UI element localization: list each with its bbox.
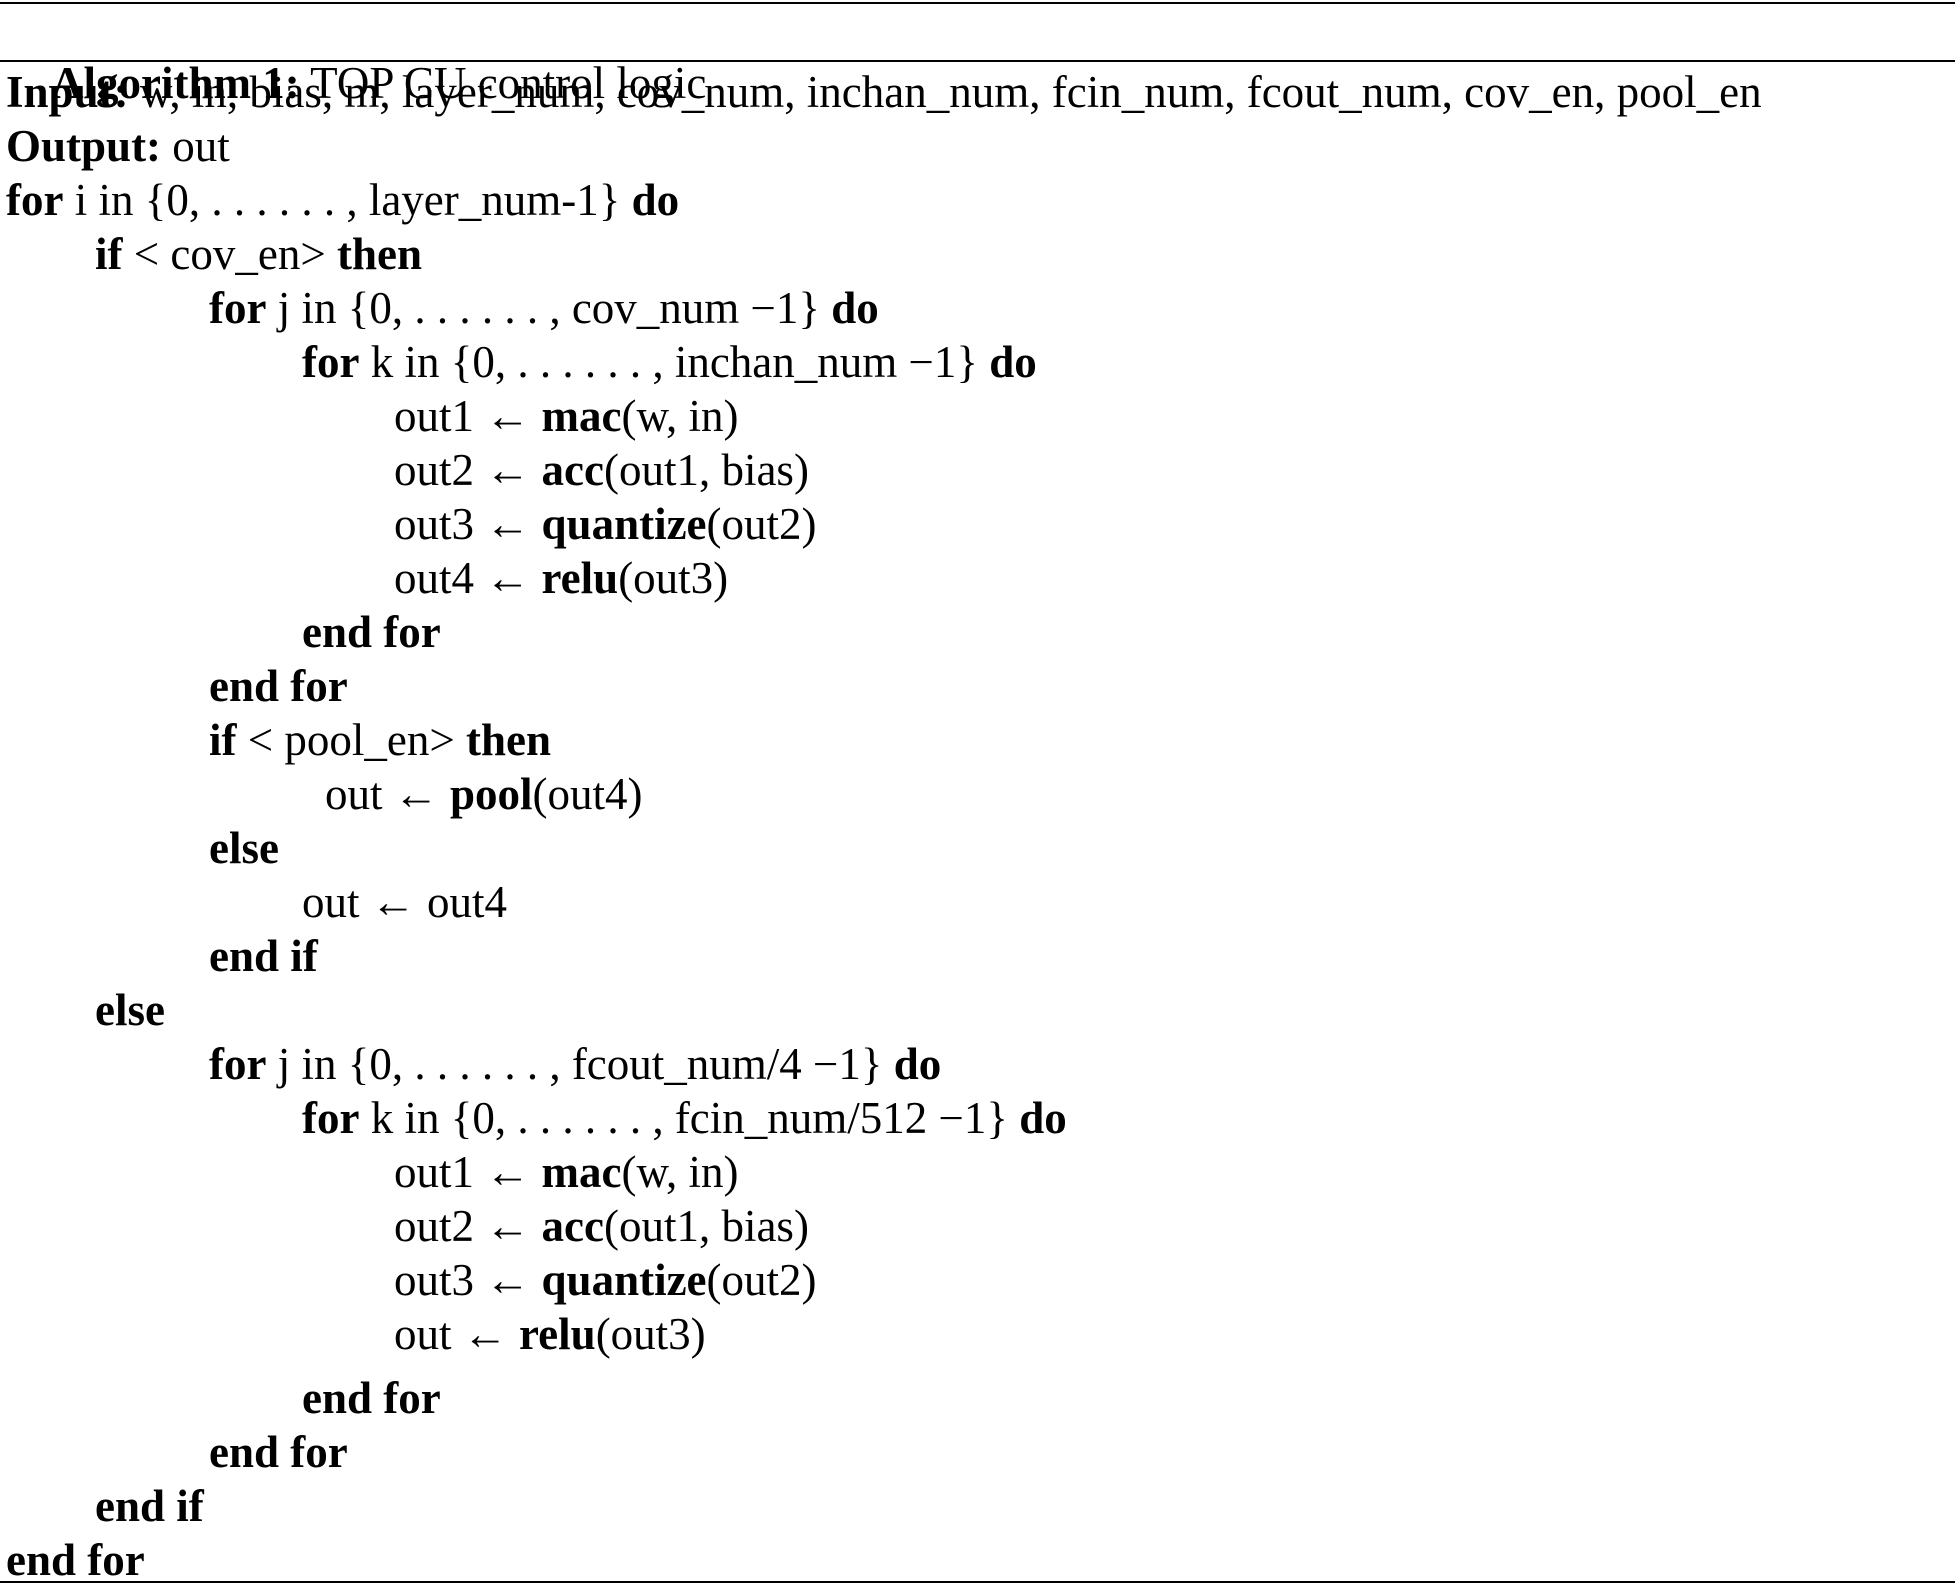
line-keyword: end for	[302, 607, 441, 657]
line-keyword: if	[209, 715, 237, 765]
algorithm-line: out1 ← mac(w, in)	[394, 389, 739, 443]
line-keyword: end if	[95, 1481, 204, 1531]
line-text: k in {0, . . . . . . , fcin_num/512 −1}	[359, 1093, 1020, 1143]
algorithm-line: out3 ← quantize(out2)	[394, 1253, 817, 1307]
algorithm-line: end for	[302, 1371, 441, 1425]
algorithm-line: if < pool_en> then	[209, 713, 551, 767]
line-keyword: mac	[541, 391, 622, 441]
line-text: out4 ←	[394, 553, 542, 603]
algorithm-line: Output: out	[6, 119, 230, 173]
line-text: (out2)	[706, 1255, 817, 1305]
line-text: j in {0, . . . . . . , fcout_num/4 −1}	[266, 1039, 894, 1089]
header-rule	[0, 60, 1955, 62]
line-text: out ←	[325, 769, 451, 819]
algorithm-line: out ← relu(out3)	[394, 1307, 706, 1361]
line-keyword: do	[831, 283, 879, 333]
line-text: out3 ←	[394, 499, 542, 549]
algorithm-line: for j in {0, . . . . . . , fcout_num/4 −…	[209, 1037, 941, 1091]
line-keyword: do	[893, 1039, 942, 1089]
line-keyword: then	[465, 715, 551, 765]
line-text: < cov_en>	[122, 229, 337, 279]
algorithm-line: out ← pool(out4)	[325, 767, 643, 821]
algorithm-line: end for	[209, 1425, 348, 1479]
line-text: out2 ←	[394, 445, 542, 495]
line-text: (w, in)	[621, 1147, 739, 1197]
algorithm-caption: Algorithm 1: TOP CU control logic	[6, 2, 706, 164]
algorithm-line: Input: w, in, bias, m, layer_num, cov_nu…	[6, 65, 1762, 119]
line-keyword: end for	[6, 1535, 145, 1585]
line-text: (out1, bias)	[603, 445, 809, 495]
line-text: (w, in)	[621, 391, 739, 441]
algorithm-line: out4 ← relu(out3)	[394, 551, 728, 605]
line-keyword: do	[989, 337, 1037, 387]
algorithm-line: end for	[6, 1533, 145, 1587]
algorithm-line: if < cov_en> then	[95, 227, 422, 281]
line-keyword: for	[209, 1039, 267, 1089]
line-keyword: for	[302, 1093, 360, 1143]
line-text: out	[161, 121, 230, 171]
line-keyword: pool	[450, 769, 533, 819]
algorithm-line: end for	[209, 659, 348, 713]
line-text: out3 ←	[394, 1255, 542, 1305]
line-keyword: Output:	[6, 121, 162, 171]
algorithm-caption-title: TOP CU control logic	[310, 58, 707, 108]
line-text: j in {0, . . . . . . , cov_num −1}	[266, 283, 832, 333]
algorithm-line: end for	[302, 605, 441, 659]
line-text: out1 ←	[394, 391, 542, 441]
algorithm-line: out1 ← mac(w, in)	[394, 1145, 739, 1199]
algorithm-line: out2 ← acc(out1, bias)	[394, 443, 809, 497]
algorithm-line: for k in {0, . . . . . . , fcin_num/512 …	[302, 1091, 1067, 1145]
algorithm-line: else	[95, 983, 165, 1037]
line-text: (out2)	[706, 499, 817, 549]
line-text: (out1, bias)	[603, 1201, 809, 1251]
algorithm-caption-label: Algorithm 1:	[51, 58, 300, 108]
algorithm-line: out2 ← acc(out1, bias)	[394, 1199, 809, 1253]
algorithm-line: for k in {0, . . . . . . , inchan_num −1…	[302, 335, 1037, 389]
line-keyword: else	[209, 823, 279, 873]
line-keyword: then	[336, 229, 422, 279]
line-text: i in {0, . . . . . . , layer_num-1}	[63, 175, 632, 225]
algorithm-line: for i in {0, . . . . . . , layer_num-1} …	[6, 173, 679, 227]
line-keyword: end for	[209, 661, 348, 711]
algorithm-line: end if	[209, 929, 318, 983]
line-keyword: quantize	[541, 499, 707, 549]
line-keyword: for	[209, 283, 267, 333]
line-keyword: end for	[302, 1373, 441, 1423]
bottom-rule	[0, 1581, 1955, 1583]
line-keyword: if	[95, 229, 123, 279]
line-keyword: for	[302, 337, 360, 387]
line-keyword: mac	[541, 1147, 622, 1197]
line-keyword: else	[95, 985, 165, 1035]
line-keyword: acc	[541, 1201, 604, 1251]
algorithm-line: else	[209, 821, 279, 875]
line-text: out2 ←	[394, 1201, 542, 1251]
line-keyword: quantize	[541, 1255, 707, 1305]
line-text: (out4)	[532, 769, 643, 819]
line-text: w, in, bias, m, layer_num, cov_num, inch…	[128, 67, 1762, 117]
algorithm-line: end if	[95, 1479, 204, 1533]
algorithm-line: for j in {0, . . . . . . , cov_num −1} d…	[209, 281, 879, 335]
line-keyword: do	[1019, 1093, 1067, 1143]
line-keyword: relu	[519, 1309, 596, 1359]
line-text: out ← out4	[302, 877, 508, 927]
line-text: (out3)	[618, 553, 729, 603]
line-keyword: end for	[209, 1427, 348, 1477]
line-text: out ←	[394, 1309, 520, 1359]
line-keyword: acc	[541, 445, 604, 495]
line-text: out1 ←	[394, 1147, 542, 1197]
line-keyword: end if	[209, 931, 318, 981]
line-text: k in {0, . . . . . . , inchan_num −1}	[359, 337, 990, 387]
top-rule	[0, 2, 1955, 4]
line-keyword: relu	[541, 553, 619, 603]
algorithm-line: out ← out4	[302, 875, 507, 929]
line-keyword: for	[6, 175, 64, 225]
line-text: < pool_en>	[236, 715, 466, 765]
algorithm-line: out3 ← quantize(out2)	[394, 497, 817, 551]
line-keyword: Input:	[6, 67, 129, 117]
line-text: (out3)	[595, 1309, 706, 1359]
line-keyword: do	[631, 175, 680, 225]
